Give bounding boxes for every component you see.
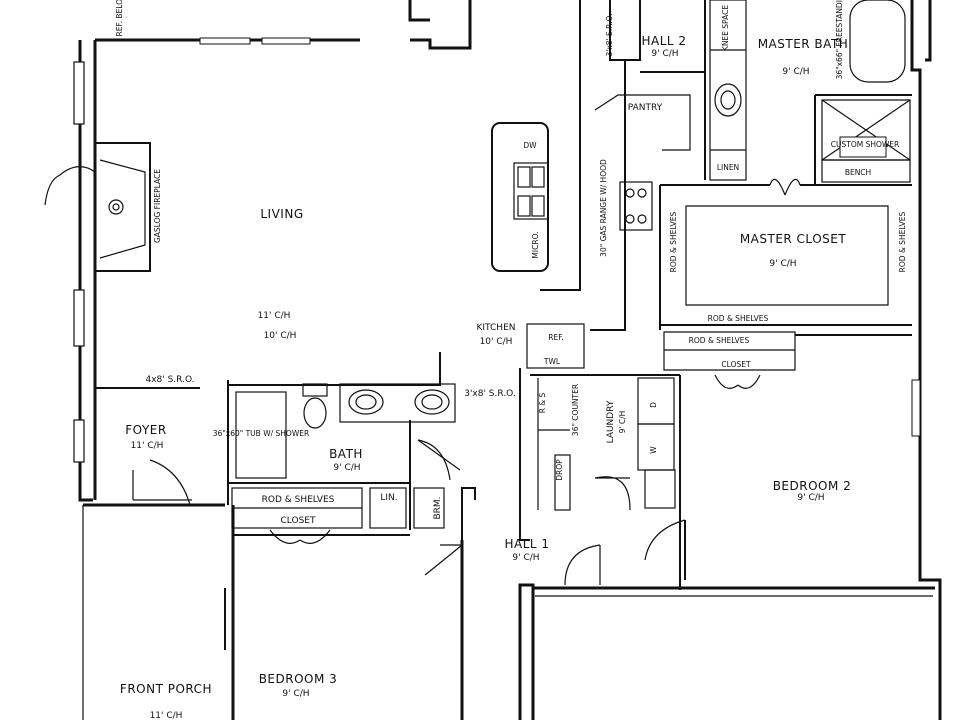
labels: LIVING 11' C/H 10' C/H GASLOG FIREPLACE … (115, 0, 907, 720)
rs-label: R & S (538, 392, 547, 413)
bath-ceiling: 9' C/H (333, 463, 360, 473)
laundry-ceiling: 9' C/H (618, 411, 627, 434)
exterior-walls (73, 0, 942, 720)
hall1-ceiling: 9' C/H (512, 553, 539, 563)
living-label: LIVING (260, 207, 303, 221)
closet-bed2: CLOSET (721, 360, 751, 369)
linen-hall: LIN. (380, 493, 397, 503)
linen-master-label: LINEN (717, 163, 739, 172)
hall2-ceiling: 9' C/H (651, 49, 678, 59)
dryer-label: D (649, 402, 658, 408)
sro-living: 4x8' S.R.O. (145, 375, 194, 385)
custom-shower-label: CUSTOM SHOWER (831, 140, 900, 149)
knee-space-label: KNEE SPACE (721, 5, 730, 51)
rod-shelves-right: ROD & SHELVES (898, 211, 907, 272)
closet-hall: CLOSET (281, 516, 316, 526)
range-label: 30" GAS RANGE W/ HOOD (599, 159, 608, 257)
rod-shelves-bottom: ROD & SHELVES (708, 314, 769, 323)
drop-label: DROP (555, 459, 564, 481)
bedroom2-ceiling: 9' C/H (797, 493, 824, 503)
micro-label: MICRO. (531, 231, 540, 258)
fireplace-label: GASLOG FIREPLACE (153, 169, 162, 243)
front-porch-label: FRONT PORCH (120, 682, 212, 696)
rod-shelves-left: ROD & SHELVES (669, 211, 678, 272)
freestanding-tub-label: 36"x66" FREESTANDING (835, 0, 844, 79)
rod-shelves-closet: ROD & SHELVES (262, 495, 335, 505)
counter-label: 36" COUNTER (571, 384, 580, 436)
ref-kitchen-label: REF. (548, 333, 563, 342)
broom-label: BRM. (433, 496, 443, 519)
sro-top: 3'x8' S.R.O. (605, 14, 614, 57)
kitchen-ceiling: 10' C/H (480, 337, 513, 347)
twl-label: TWL (543, 357, 561, 366)
ref-below-label: REF. BELOW (115, 0, 124, 36)
foyer-ceiling: 11' C/H (131, 441, 164, 451)
sro-bath: 3'x8' S.R.O. (464, 389, 516, 399)
master-closet-label: MASTER CLOSET (740, 232, 847, 246)
hall1-label: HALL 1 (504, 537, 549, 551)
bedroom2-label: BEDROOM 2 (773, 479, 852, 493)
bedroom3-label: BEDROOM 3 (259, 672, 338, 686)
hall2-label: HALL 2 (641, 34, 686, 48)
bedroom3-ceiling: 9' C/H (282, 689, 309, 699)
front-porch-ceiling: 11' C/H (150, 711, 183, 720)
kitchen-label: KITCHEN (477, 323, 516, 333)
master-bath-label: MASTER BATH (758, 37, 849, 51)
rod-shelves-bed2: ROD & SHELVES (689, 336, 750, 345)
dw-label: DW (523, 141, 537, 150)
tub-label: 36"x60" TUB W/ SHOWER (213, 429, 309, 438)
pantry-label: PANTRY (628, 103, 663, 113)
fireplace (44, 142, 151, 272)
washer-label: W (649, 446, 658, 454)
bath-label: BATH (329, 447, 363, 461)
living-ceiling-2: 10' C/H (264, 331, 297, 341)
master-bath-ceiling: 9' C/H (782, 67, 809, 77)
bench-label: BENCH (845, 168, 871, 177)
interior-walls (95, 0, 912, 590)
living-ceiling-1: 11' C/H (258, 311, 291, 321)
master-closet-ceiling: 9' C/H (769, 259, 796, 269)
foyer-label: FOYER (125, 423, 166, 437)
laundry-label: LAUNDRY (606, 400, 616, 443)
